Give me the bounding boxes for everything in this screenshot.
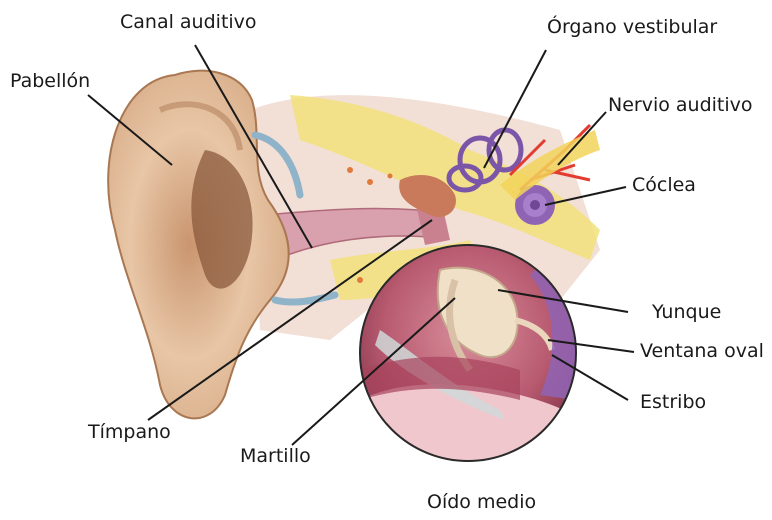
label-coclea: Cóclea [632,176,696,195]
label-ventana-oval: Ventana oval [640,342,764,361]
label-oido-medio: Oído medio [427,493,536,512]
label-yunque: Yunque [652,303,721,322]
label-martillo: Martillo [240,447,311,466]
label-estribo: Estribo [640,393,706,412]
label-pabellon: Pabellón [10,72,90,91]
label-organo-vestibular: Órgano vestibular [547,18,717,37]
label-timpano: Tímpano [88,423,171,442]
label-canal-auditivo: Canal auditivo [120,13,257,32]
label-nervio-auditivo: Nervio auditivo [608,96,753,115]
